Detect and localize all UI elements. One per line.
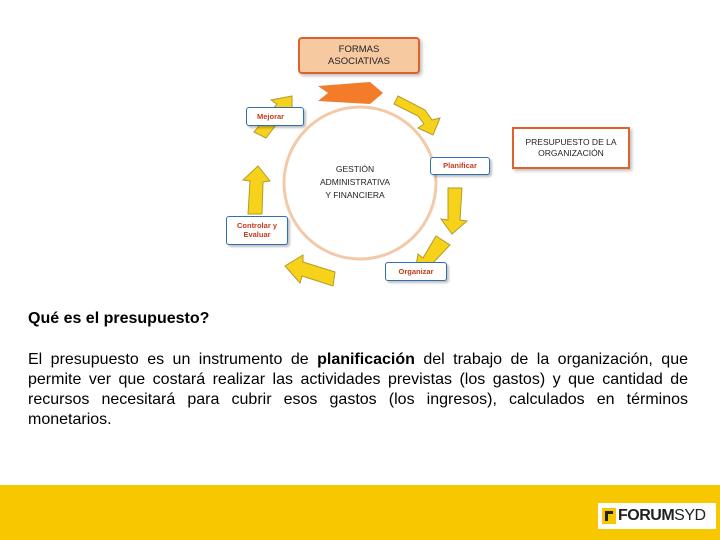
- center-circle: [282, 105, 438, 261]
- top-orange-arrow: [318, 82, 383, 104]
- paragraph-part-2: del trabajo de la organización, que perm…: [28, 351, 688, 428]
- arrow-bottom-left: [284, 254, 336, 287]
- arrow-top-right: [393, 95, 441, 136]
- management-cycle-diagram: FORMAS ASOCIATIVAS PRESUPUESTO DE LA ORG…: [226, 37, 630, 287]
- formas-asociativas-box: FORMAS ASOCIATIVAS: [298, 37, 420, 74]
- paragraph-part-1: El presupuesto es un instrumento de: [28, 351, 318, 368]
- center-line-2: ADMINISTRATIVA: [319, 176, 391, 187]
- presupuesto-line-1: PRESUPUESTO DE LA: [525, 137, 617, 147]
- logo-syd-text: SYD: [674, 507, 706, 524]
- arrow-right: [439, 187, 469, 235]
- presupuesto-box: PRESUPUESTO DE LA ORGANIZACIÓN: [512, 127, 630, 169]
- cycle-graphic: [241, 82, 469, 287]
- step-organizar: Organizar: [385, 262, 447, 281]
- forumsyd-mark-icon: [602, 508, 616, 524]
- formas-line-1: FORMAS: [338, 44, 380, 55]
- step-mejorar: Mejorar: [246, 107, 304, 126]
- center-line-1: GESTIÓN: [335, 164, 375, 174]
- definition-paragraph: El presupuesto es un instrumento de plan…: [28, 350, 688, 430]
- controlar-line-1: Controlar y: [236, 221, 277, 230]
- presupuesto-line-2: ORGANIZACIÓN: [538, 147, 604, 158]
- formas-line-2: ASOCIATIVAS: [328, 55, 390, 67]
- forumsyd-logo: FORUM SYD: [598, 503, 716, 529]
- controlar-line-2: Evaluar: [243, 230, 271, 240]
- center-label: GESTIÓN ADMINISTRATIVA Y FINANCIERA: [305, 163, 405, 201]
- step-planificar: Planificar: [430, 157, 490, 175]
- arrow-left: [241, 165, 271, 215]
- question-heading: Qué es el presupuesto?: [28, 310, 210, 327]
- step-controlar-evaluar: Controlar y Evaluar: [226, 216, 288, 245]
- paragraph-bold-term: planificación: [317, 351, 415, 368]
- center-line-3: Y FINANCIERA: [325, 189, 385, 200]
- logo-forum-text: FORUM: [618, 507, 675, 524]
